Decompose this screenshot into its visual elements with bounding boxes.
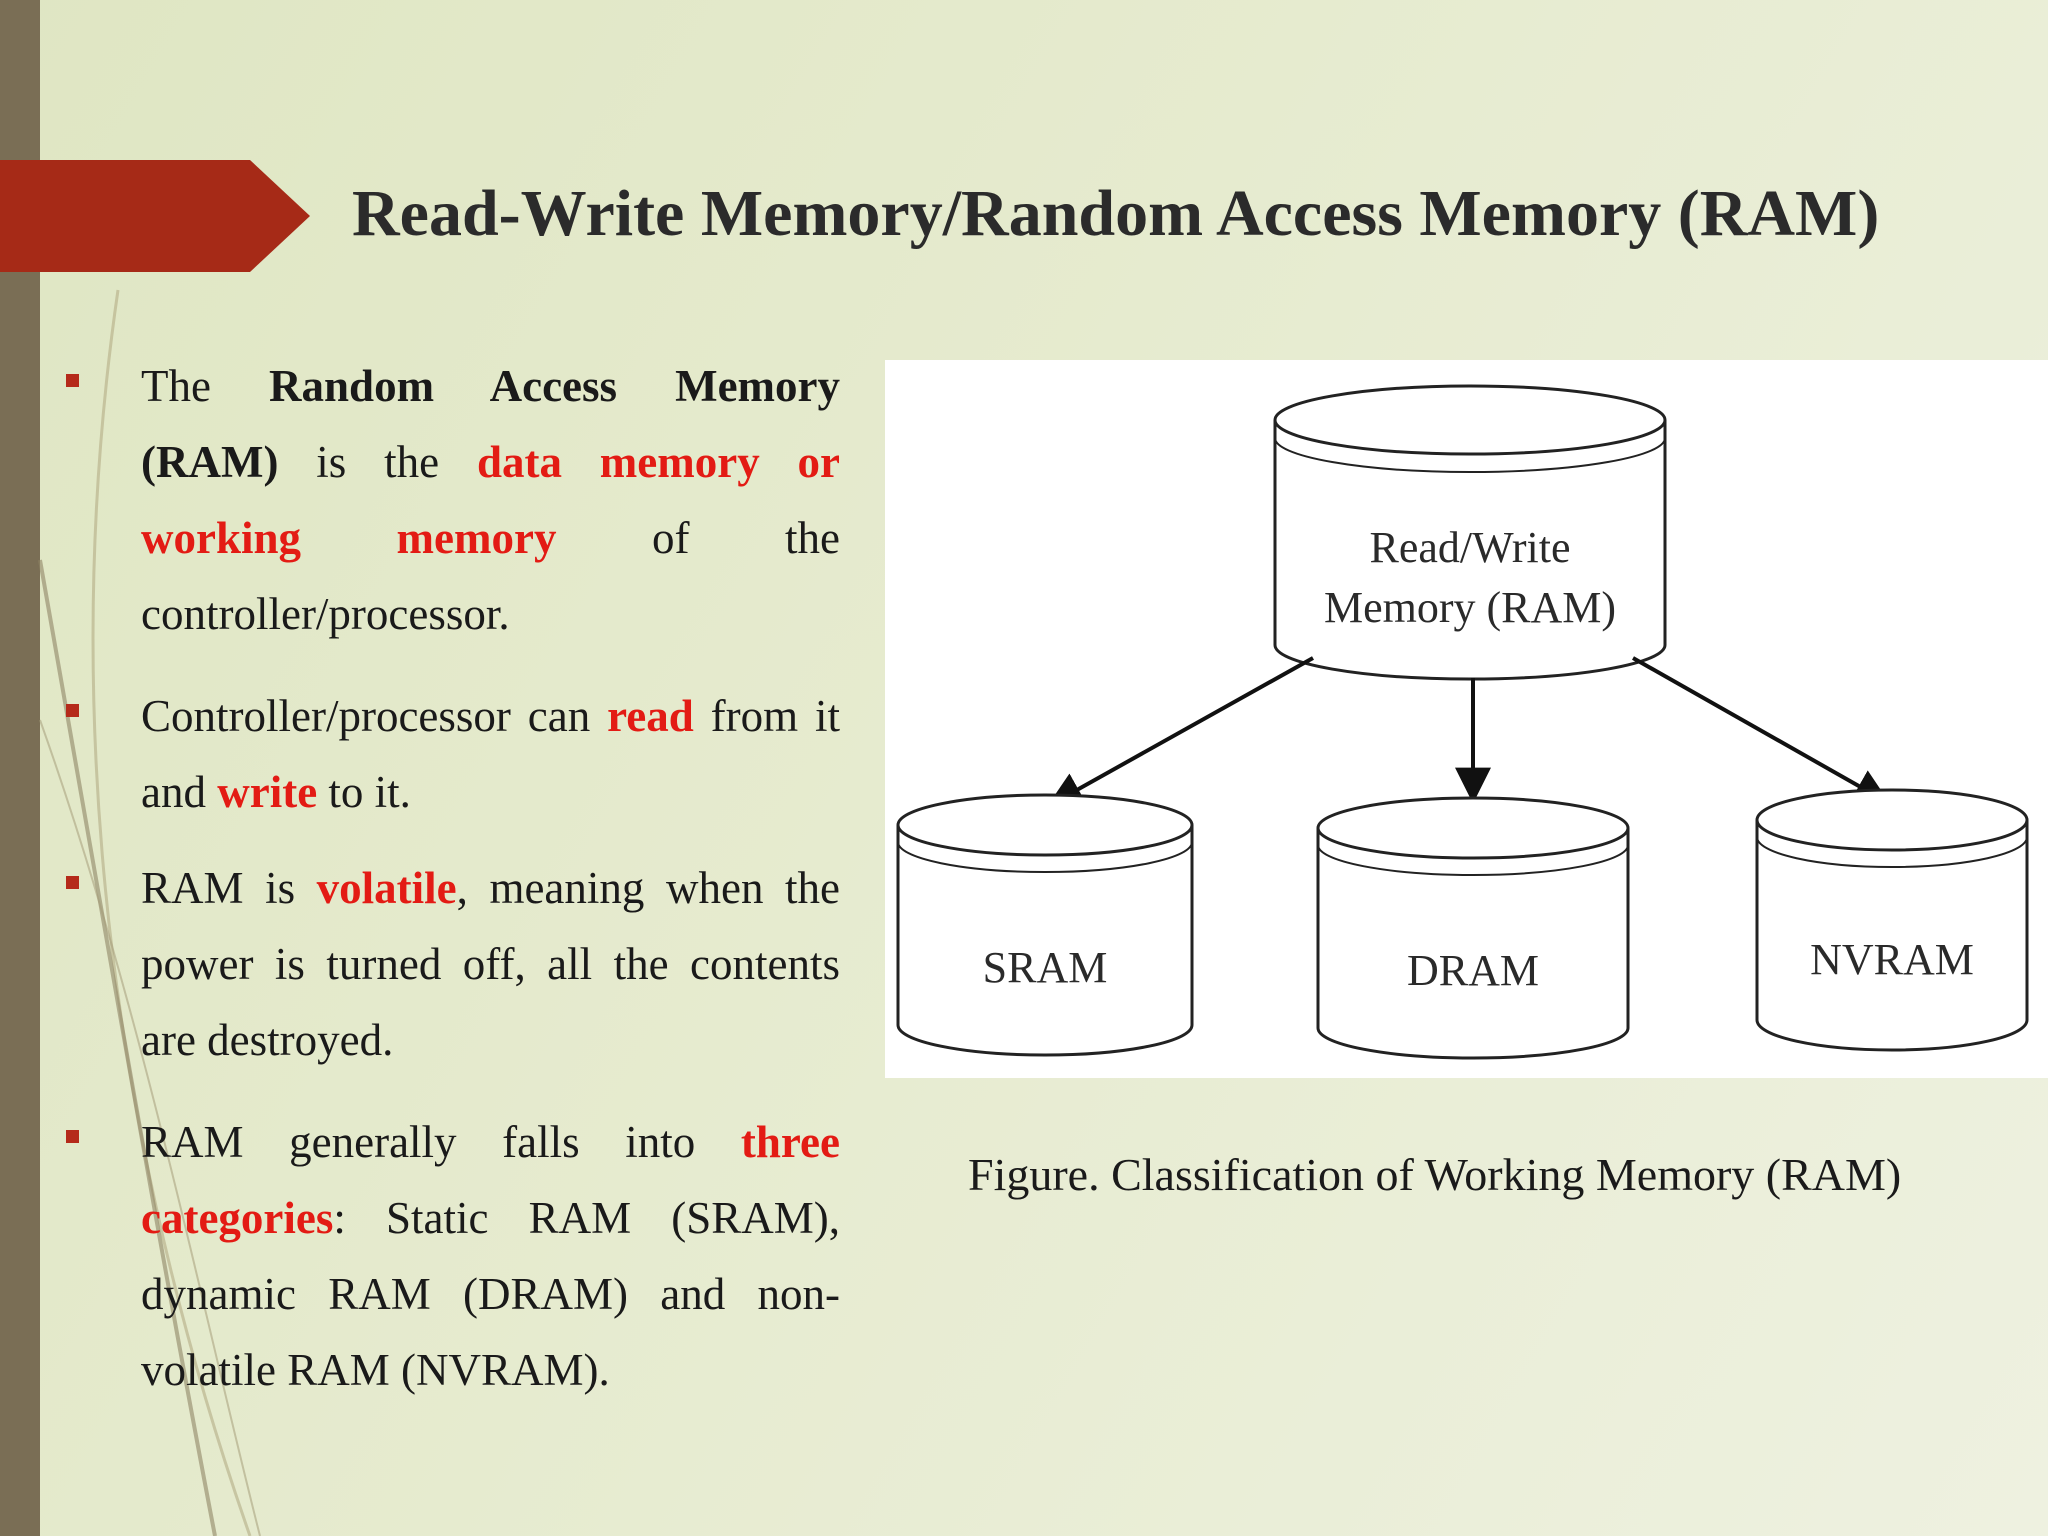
- bullet-text: Controller/processor can read from it an…: [141, 691, 841, 817]
- sram-label: SRAM: [983, 943, 1108, 992]
- arrow-to-sram: [1046, 656, 1314, 807]
- square-bullet-icon: [66, 876, 79, 889]
- dram-label: DRAM: [1407, 946, 1539, 995]
- bullet-list: The Random Access Memory (RAM) is the da…: [60, 348, 840, 1408]
- arrow-to-nvram: [1632, 656, 1891, 804]
- bullet-volatile: RAM is volatile, meaning when the power …: [60, 850, 840, 1078]
- figure-caption: Figure. Classification of Working Memory…: [968, 1149, 1902, 1200]
- bullet-ram-definition: The Random Access Memory (RAM) is the da…: [60, 348, 840, 652]
- title-arrow-shape: [0, 160, 310, 272]
- square-bullet-icon: [66, 1130, 79, 1143]
- bullet-read-write: Controller/processor can read from it an…: [60, 678, 840, 830]
- ram-tree-diagram: Read/Write Memory (RAM) SRAM DRAM: [896, 384, 2029, 1060]
- bullet-text: RAM is volatile, meaning when the power …: [141, 863, 840, 1065]
- cylinder-sram: [896, 793, 1194, 1057]
- bullet-text: The Random Access Memory (RAM) is the da…: [141, 361, 840, 639]
- root-cylinder-ram: [1273, 384, 1667, 681]
- root-label-line2: Memory (RAM): [1324, 583, 1616, 632]
- bullet-text: RAM generally falls into three categorie…: [141, 1117, 840, 1395]
- nvram-label: NVRAM: [1810, 935, 1974, 984]
- cylinder-nvram: [1755, 788, 2029, 1052]
- square-bullet-icon: [66, 374, 79, 387]
- square-bullet-icon: [66, 704, 79, 717]
- slide-title: Read-Write Memory/Random Access Memory (…: [352, 177, 1880, 250]
- ram-classification-figure: Read/Write Memory (RAM) SRAM DRAM: [885, 360, 2048, 1078]
- cylinder-dram: [1316, 796, 1630, 1060]
- bullet-categories: RAM generally falls into three categorie…: [60, 1104, 840, 1408]
- root-label-line1: Read/Write: [1369, 523, 1570, 572]
